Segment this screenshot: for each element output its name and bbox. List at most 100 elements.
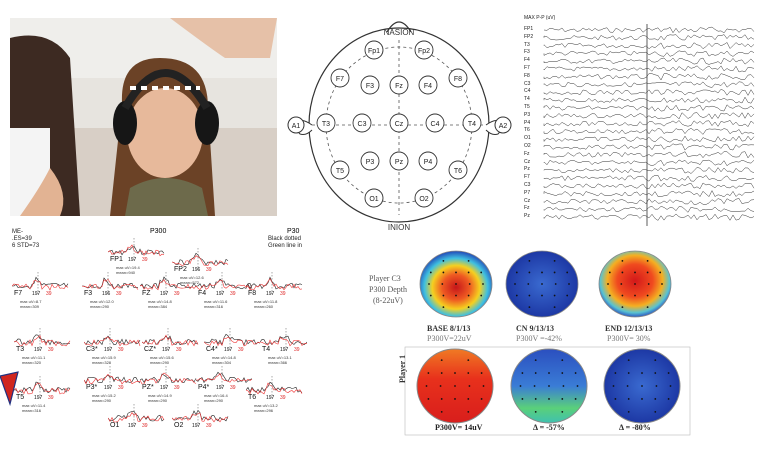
erp-site-name: T5 <box>16 394 25 401</box>
eeg-header: MAX P-P (uV) <box>524 15 556 21</box>
eeg-channel-trace <box>543 88 755 96</box>
erp-site-amp: 39 <box>176 347 182 353</box>
erp-site-mean: mean=290 <box>204 398 224 403</box>
eeg-channel-label: F7 <box>524 174 530 181</box>
electrode-fp1 <box>364 40 384 60</box>
erp-site-name: C4* <box>206 346 218 353</box>
eeg-channel-label: F3 <box>524 49 530 56</box>
electrode-cz <box>389 113 409 133</box>
erp-site-amp: 39 <box>174 291 180 297</box>
electrode-fz <box>389 75 409 95</box>
erp-site-mean: mean=290 <box>148 398 168 403</box>
erp-site-name: F3 <box>84 290 93 297</box>
erp-site-mean: mean=328 <box>92 360 112 365</box>
eeg-channel-label: C3 <box>524 182 531 188</box>
electrode-label: P4 <box>424 159 433 166</box>
eeg-channel-label: P3 <box>524 111 531 118</box>
electrode-label: T6 <box>454 168 462 175</box>
erp-site-amp: 39 <box>280 291 286 297</box>
eeg-channel-label: FP1 <box>524 26 534 32</box>
electrode-o2 <box>414 188 434 208</box>
erp-waveform <box>14 376 71 400</box>
erp-site-name: P4* <box>198 384 210 391</box>
erp-site-latency: 197 <box>104 385 113 391</box>
erp-site-name: C3* <box>86 346 98 353</box>
topo-title-3: END 12/13/13 <box>605 324 653 333</box>
erp-title: P300 <box>150 228 167 235</box>
eeg-channel-trace <box>543 34 755 41</box>
erp-site-name: F7 <box>14 290 23 297</box>
erp-waveform <box>204 328 261 352</box>
erp-site-name: O2 <box>174 422 184 429</box>
electrode-label: Pz <box>395 159 404 166</box>
erp-site-name: FP1 <box>110 256 123 263</box>
electrode-p4 <box>418 151 438 171</box>
electrode-label: T4 <box>468 121 476 128</box>
erp-site-max: max uV=16.4 <box>204 393 228 398</box>
erp-site-max: max uV=14.8 <box>212 355 236 360</box>
erp-site-amp: 39 <box>230 291 236 297</box>
erp-site-latency: 197 <box>104 347 113 353</box>
electrode-label: P3 <box>366 159 375 166</box>
eeg-channel-label: C3 <box>524 80 531 87</box>
eeg-channel-label: Pz <box>524 166 530 173</box>
row2-value-3: Δ = -80% <box>619 423 651 432</box>
erp-waveform <box>108 238 165 262</box>
erp-site-max: max uV=11.8 <box>254 299 278 304</box>
erp-site-max: max uV=13.1 <box>268 355 292 360</box>
erp-site-amp: 39 <box>280 395 286 401</box>
erp-site-amp: 39 <box>174 385 180 391</box>
electrode-label: F4 <box>424 83 432 90</box>
eeg-channel-trace <box>543 50 755 57</box>
eeg-channel-trace <box>543 151 755 159</box>
erp-site-mean: mean=384 <box>148 304 168 309</box>
erp-right-info-2: Green line in <box>268 243 303 249</box>
photo-illustration <box>10 18 277 216</box>
erp-site-max: max uV=15.2 <box>92 393 116 398</box>
eeg-trace-svg <box>543 24 755 226</box>
eeg-channel-trace <box>543 135 755 143</box>
eeg-channel-label: Pz <box>524 213 530 220</box>
eeg-channel-trace <box>543 213 755 221</box>
erp-site-amp: 39 <box>118 385 124 391</box>
electrode-t5 <box>330 160 350 180</box>
eeg-channel-label: P4 <box>524 119 531 126</box>
eeg-channel-trace <box>543 65 755 73</box>
player1-side-label: Player 1 <box>398 354 407 383</box>
topo-title-2: CN 9/13/13 <box>516 324 554 333</box>
eeg-channel-trace <box>543 167 755 174</box>
electrode-t3 <box>316 113 336 133</box>
eeg-channel-trace <box>543 159 755 167</box>
electrode-label: Fp1 <box>368 48 380 55</box>
eeg-channel-trace <box>543 128 755 135</box>
erp-waveform <box>196 366 253 390</box>
row2-value-2: Δ = -57% <box>533 423 565 432</box>
eeg-channel-label: O1 <box>524 135 531 142</box>
eeg-channel-trace <box>543 73 755 81</box>
eeg-channel-label: O2 <box>524 143 531 149</box>
player-label-3: (8-22uV) <box>373 296 403 305</box>
eeg-channel-label: FP2 <box>524 33 534 40</box>
electrode-pz <box>389 151 409 171</box>
eeg-channel-label: T3 <box>524 41 530 48</box>
erp-waveform <box>12 272 69 296</box>
erp-site-mean: mean=309 <box>20 304 40 309</box>
eeg-channel-label: Cz <box>524 197 531 204</box>
erp-site-max: max uV=11.4 <box>22 403 46 408</box>
erp-site-latency: 197 <box>266 291 275 297</box>
erp-site-max: max uV=15.6 <box>150 355 174 360</box>
erp-site-latency: 197 <box>160 385 169 391</box>
erp-site-mean: mean=572 <box>180 280 200 285</box>
electrode-o1 <box>364 188 384 208</box>
eeg-channel-label: Fz <box>524 150 530 157</box>
eeg-channel-trace <box>543 104 755 112</box>
